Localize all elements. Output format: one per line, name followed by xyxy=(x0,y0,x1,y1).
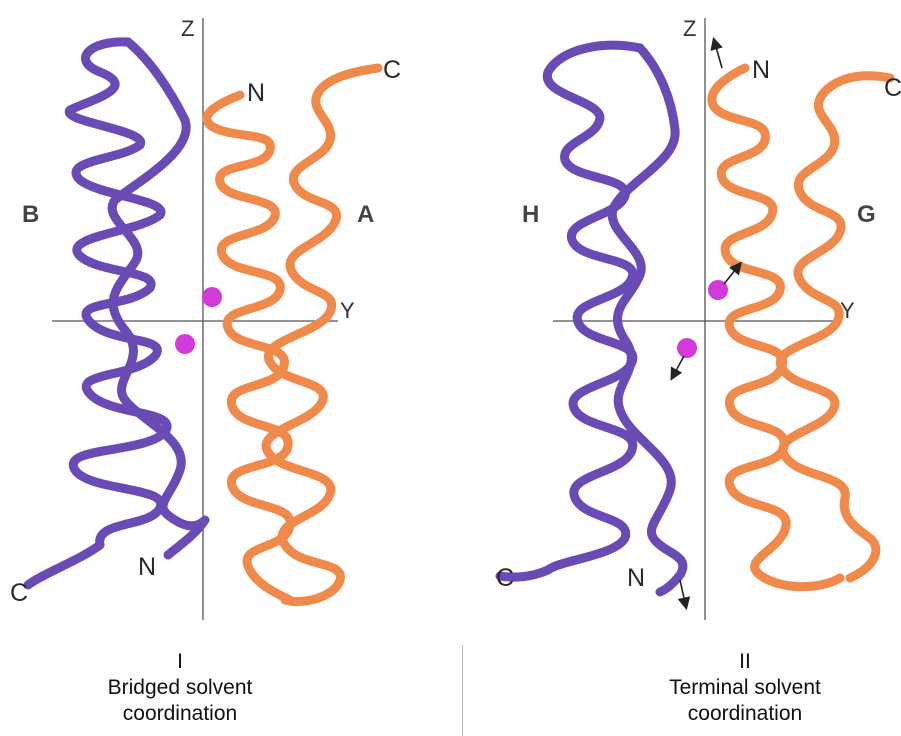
arrow-upper-ion xyxy=(723,261,742,285)
terminal-n-top: N xyxy=(247,79,265,107)
terminal-c-bottom: C xyxy=(10,579,28,607)
terminal-n-bottom: N xyxy=(627,564,645,592)
metal-ion-lower xyxy=(677,338,697,358)
metal-ion-upper xyxy=(202,287,222,307)
terminal-n-top: N xyxy=(752,56,770,84)
helix-chain-b xyxy=(23,37,172,590)
caption-panel-1: I Bridged solvent coordination xyxy=(30,649,330,727)
z-axis-label: Z xyxy=(181,16,194,41)
helix-chain-h xyxy=(495,40,645,582)
arrow-lower-ion xyxy=(670,355,685,381)
caption-panel-2: II Terminal solvent coordination xyxy=(595,649,895,727)
helix-chain-g xyxy=(707,63,845,592)
helix-chain-g-second xyxy=(776,71,895,583)
terminal-c-top: C xyxy=(884,74,901,102)
helix-chain-h-inner xyxy=(607,43,688,597)
panel-numeral: I xyxy=(177,650,183,673)
caption-line-1: Terminal solvent xyxy=(669,676,821,699)
terminal-n-bottom: N xyxy=(138,553,156,581)
metal-ion-upper xyxy=(708,280,728,300)
z-axis-label: Z xyxy=(683,16,696,41)
panel-1: Z Y B A N C C N xyxy=(10,16,401,620)
chain-label-right: G xyxy=(857,201,876,228)
chain-label-right: A xyxy=(357,201,374,228)
caption-line-1: Bridged solvent xyxy=(107,676,253,699)
metal-ion-lower xyxy=(175,334,195,354)
arrow-top xyxy=(710,36,723,69)
helix-chain-a xyxy=(202,90,295,605)
chain-label-left: H xyxy=(522,201,539,228)
y-axis-label: Y xyxy=(340,298,355,323)
helix-chain-b-inner xyxy=(107,37,210,560)
panel-numeral: II xyxy=(739,650,751,673)
arrow-bottom xyxy=(677,579,691,611)
caption-line-2: coordination xyxy=(687,702,803,725)
terminal-c-top: C xyxy=(383,56,401,84)
caption-line-2: coordination xyxy=(122,702,238,725)
chain-label-left: B xyxy=(22,201,39,228)
y-axis-label: Y xyxy=(840,298,855,323)
terminal-c-bottom: C xyxy=(496,564,514,592)
panel-divider xyxy=(462,645,463,736)
helix-chain-a-second xyxy=(261,63,383,607)
panel-2: Z Y H G N C C N xyxy=(495,16,901,620)
